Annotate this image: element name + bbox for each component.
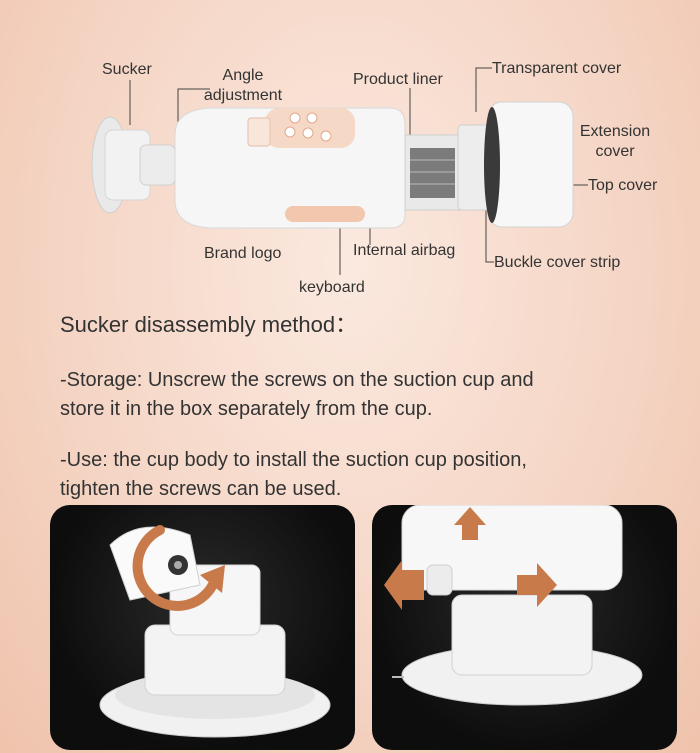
extension-cover-line1: Extension	[579, 123, 651, 140]
rotate-arrow-icon	[132, 525, 225, 611]
rotate-screw-photo	[50, 505, 355, 750]
install-position-photo	[372, 505, 677, 750]
move-arrows-icon	[384, 507, 557, 610]
install-position-illustration	[384, 505, 643, 706]
brand-logo-label: Brand logo	[204, 245, 282, 262]
top-cover-label: Top cover	[588, 177, 658, 194]
product-illustration	[91, 67, 588, 275]
angle-adjustment-label: Angle adjustment	[188, 66, 298, 106]
angle-adjustment-line2: adjustment	[203, 87, 283, 104]
use-line2: tighten the screws can be used.	[60, 478, 342, 500]
use-instruction: -Use: the cup body to install the suctio…	[60, 446, 680, 504]
storage-line2: store it in the box separately from the …	[60, 398, 433, 420]
buckle-cover-strip-label: Buckle cover strip	[494, 254, 621, 271]
transparent-cover-label: Transparent cover	[492, 60, 622, 77]
product-liner-label: Product liner	[353, 71, 443, 88]
rotate-screw-illustration	[99, 525, 331, 738]
extension-cover-line2: cover	[595, 143, 635, 160]
keyboard-label: keyboard	[299, 279, 365, 296]
sucker-label: Sucker	[102, 61, 152, 78]
angle-adjustment-line1: Angle	[222, 67, 264, 84]
internal-airbag-label: Internal airbag	[353, 242, 456, 259]
storage-line1: -Storage: Unscrew the screws on the suct…	[60, 369, 534, 391]
product-diagram: Sucker Angle adjustment Product liner Tr…	[0, 0, 700, 300]
extension-cover-label: Extension cover	[565, 122, 665, 162]
storage-instruction: -Storage: Unscrew the screws on the suct…	[60, 366, 680, 424]
use-line1: -Use: the cup body to install the suctio…	[60, 449, 527, 471]
instructions-heading: Sucker disassembly method：	[60, 312, 358, 337]
